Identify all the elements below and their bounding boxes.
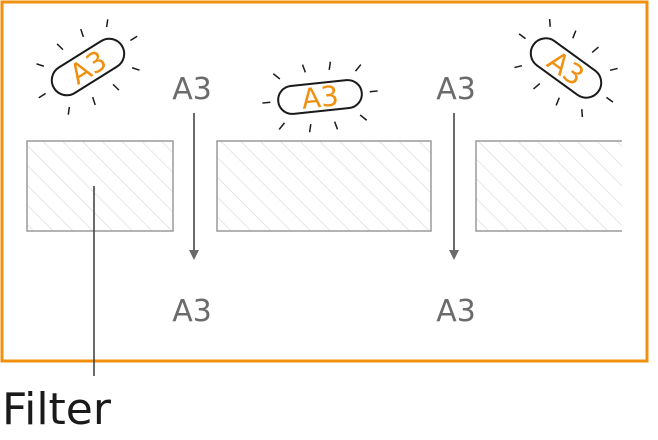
particle-1: A3 (36, 19, 140, 115)
glow-rays (514, 18, 618, 118)
particle-3: A3 (514, 18, 618, 118)
flow-2-bottom-label: A3 (436, 294, 476, 329)
particle-2-label: A3 (300, 79, 340, 116)
glow-rays (36, 19, 140, 115)
filter-block-left (26, 140, 174, 232)
flow-1-bottom-label: A3 (172, 294, 212, 329)
flow-2-top-label: A3 (436, 72, 476, 107)
filter-block-right-edge (475, 140, 622, 232)
particle-2: A3 (262, 61, 378, 133)
flow-1-top-label: A3 (172, 72, 212, 107)
filter-blocks (26, 140, 622, 232)
filter-caption: Filter (2, 384, 112, 435)
diagram-frame (0, 0, 649, 363)
filter-block-middle (216, 140, 432, 232)
glow-rays (262, 61, 378, 133)
